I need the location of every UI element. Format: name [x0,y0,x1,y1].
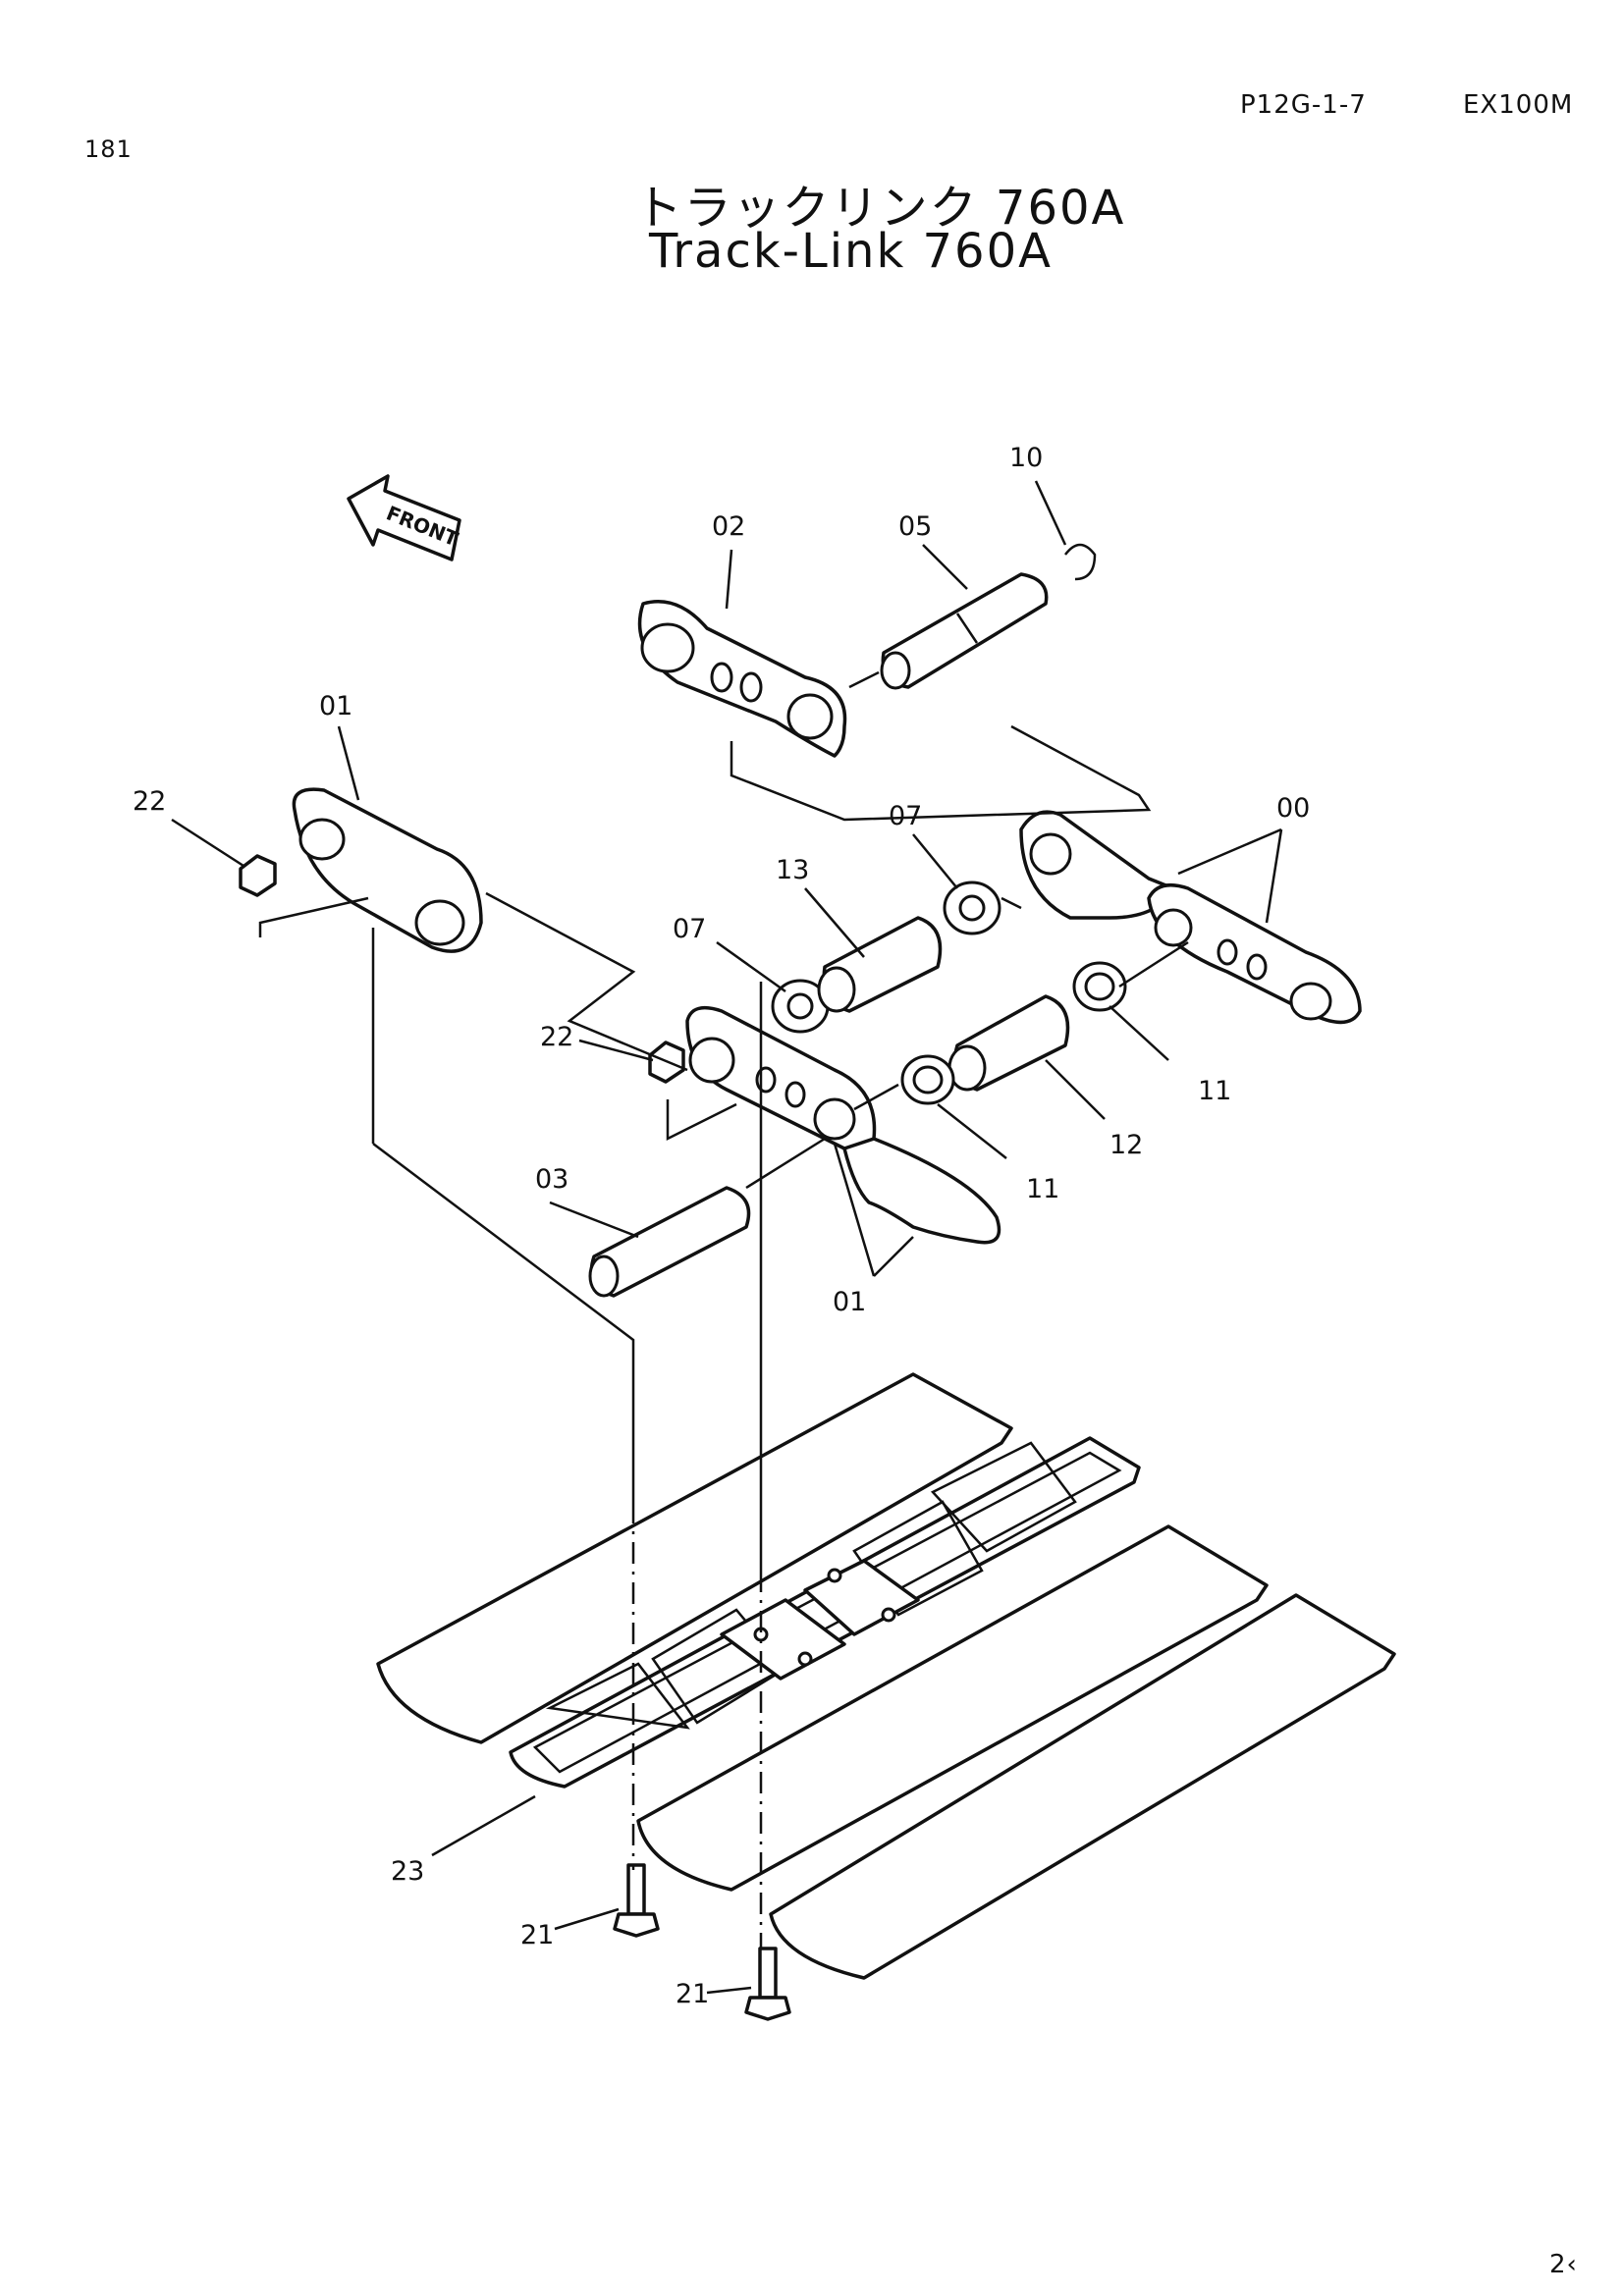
callout-11-left: 11 [1026,1174,1059,1204]
part-05-pin [880,572,1049,690]
callout-03: 03 [535,1164,568,1195]
callout-21-right: 21 [676,1979,709,2009]
callout-01-lower: 01 [833,1287,866,1317]
part-21-bolt-left [613,1863,660,1938]
callout-07-upper: 07 [889,801,922,831]
front-arrow: FRONT [347,474,461,561]
track-shoe-front-right [769,1593,1396,1980]
callout-13: 13 [776,855,809,885]
sheet-mark: 2‹ [1549,2250,1578,2279]
callout-11-right: 11 [1198,1076,1231,1106]
part-07-seal-lower [771,979,830,1034]
callout-10: 10 [1009,443,1043,473]
part-02-link [637,600,847,758]
part-13-bushing [817,916,943,1013]
callout-05: 05 [898,511,932,542]
part-11-seal-right [1072,961,1127,1012]
callout-labels: 10 02 05 01 22 07 00 13 07 22 11 11 12 0… [133,443,1310,2009]
callout-00: 00 [1276,793,1310,824]
track-shoe-back-left [376,1372,1013,1744]
title-japanese: トラックリンク 760A [634,181,1126,236]
title-english: Track-Link 760A [649,224,1053,279]
part-11-seal-left [900,1054,955,1105]
drawing-code: P12G-1-7 [1240,90,1367,120]
part-10-snap-ring [1064,543,1097,581]
part-00-link-pair [1019,810,1362,1025]
part-03-pin [588,1186,751,1298]
callout-21-left: 21 [520,1920,554,1950]
callout-22-lower: 22 [540,1022,573,1052]
part-21-bolt-right [744,1947,791,2021]
part-12-bushing [947,994,1070,1092]
callout-22-upper: 22 [133,786,166,817]
callout-02: 02 [712,511,745,542]
part-07-seal-upper [943,881,1001,935]
page-number: 181 [84,135,133,163]
leader-lines [171,480,1283,1995]
part-23-shoe-plate [509,1436,1141,1789]
assembly-lines [258,670,1189,1949]
part-22-nut-upper [239,854,277,897]
part-01-link-upper [292,787,483,953]
part-01-link-lower [685,1005,1001,1245]
callout-12: 12 [1109,1130,1143,1160]
callout-23: 23 [391,1856,424,1887]
callout-07-lower: 07 [673,914,706,944]
track-shoe-front-mid [636,1524,1269,1892]
model-name: EX100M [1463,90,1574,120]
callout-01-upper: 01 [319,691,352,721]
